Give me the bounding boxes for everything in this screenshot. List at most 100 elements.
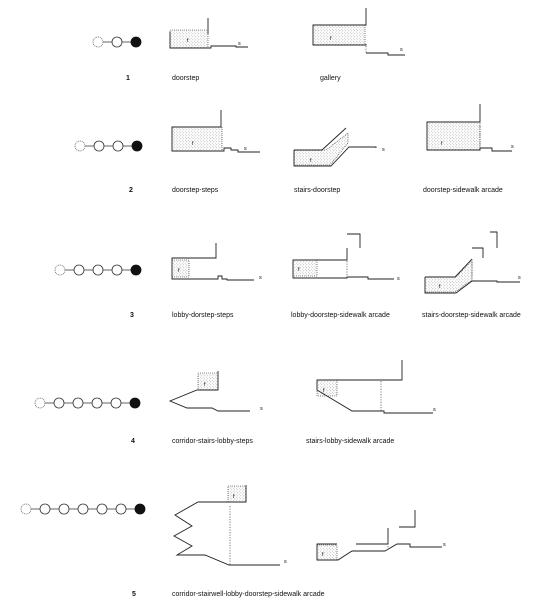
private-zone bbox=[169, 29, 209, 49]
chain-start-node bbox=[74, 140, 86, 152]
chain-node bbox=[115, 503, 127, 515]
section-line bbox=[312, 8, 367, 46]
chain-node bbox=[92, 264, 104, 276]
street-mark: s bbox=[433, 407, 436, 413]
chain-end-node bbox=[129, 397, 141, 409]
diagram-label: stairs-doorstep bbox=[294, 187, 340, 194]
chain-end-node bbox=[130, 36, 142, 48]
node-chain-4 bbox=[34, 397, 141, 409]
diagram-label: lobby-doorstep-sidewalk arcade bbox=[291, 312, 390, 319]
private-mark: f bbox=[298, 267, 300, 273]
lobby-zone bbox=[171, 259, 190, 278]
chain-start-node bbox=[20, 503, 32, 515]
chain-node bbox=[96, 503, 108, 515]
street-mark: s bbox=[244, 146, 247, 152]
private-mark: f bbox=[330, 36, 332, 42]
street-mark: s bbox=[400, 47, 403, 53]
chain-node bbox=[91, 397, 103, 409]
diagram-label: lobby-dorstep-steps bbox=[172, 312, 234, 319]
section-line bbox=[171, 110, 260, 153]
diagram-corridor-stairwell-lobby-doorstep-sidewalk-arcade: f s f s corridor-stairwell-lobby-doorste… bbox=[172, 485, 446, 598]
chain-node bbox=[39, 503, 51, 515]
row-number-4: 4 bbox=[131, 438, 135, 445]
row-number-5: 5 bbox=[132, 591, 136, 598]
node-chain-1 bbox=[92, 36, 142, 48]
chain-node bbox=[72, 397, 84, 409]
diagram-lobby-doorstep-sidewalk-arcade: f s lobby-doorstep-sidewalk arcade bbox=[291, 233, 400, 319]
section-line bbox=[292, 233, 394, 280]
street-mark: s bbox=[238, 41, 241, 47]
diagram-label: stairs-doorstep-sidewalk arcade bbox=[422, 312, 521, 319]
chain-node bbox=[111, 36, 123, 48]
section-line bbox=[171, 243, 254, 281]
row-number-1: 1 bbox=[126, 75, 130, 82]
chain-node bbox=[93, 140, 105, 152]
private-mark: f bbox=[178, 268, 180, 274]
lobby-zone bbox=[316, 544, 338, 561]
diagram-label: doorstep-steps bbox=[172, 187, 219, 194]
diagram-corridor-stairs-lobby-steps: f s corridor-stairs-lobby-steps bbox=[168, 371, 263, 445]
private-zone bbox=[424, 259, 473, 293]
street-mark: s bbox=[518, 275, 521, 281]
section-line bbox=[424, 231, 520, 294]
private-mark: f bbox=[310, 158, 312, 164]
chain-start-node bbox=[34, 397, 46, 409]
diagram-stairs-doorstep: f s stairs-doorstep bbox=[293, 127, 385, 194]
street-line bbox=[366, 52, 405, 56]
diagram-doorstep-steps: f s doorstep-steps bbox=[171, 110, 260, 194]
stairwell-section-line bbox=[173, 485, 280, 566]
lobby-zone bbox=[197, 372, 219, 391]
diagram-label: corridor-stairwell-lobby-doorstep-sidewa… bbox=[172, 591, 325, 598]
private-mark: f bbox=[322, 552, 324, 558]
chain-end-node bbox=[130, 264, 142, 276]
private-mark: f bbox=[192, 141, 194, 147]
row-1: 1 f s doorstep f s gallery bbox=[92, 8, 405, 82]
private-mark: f bbox=[439, 284, 441, 290]
private-mark: f bbox=[204, 382, 206, 388]
private-zone bbox=[312, 24, 366, 46]
row-4: 4 f s corridor-stairs-lobby-steps f s st… bbox=[34, 360, 436, 445]
diagram-doorstep: f s doorstep bbox=[169, 18, 248, 82]
private-zone bbox=[171, 126, 223, 152]
row-3: 3 f s lobby-dorstep-steps f s lobby-door… bbox=[54, 231, 521, 319]
node-chain-2 bbox=[74, 140, 143, 152]
row-number-2: 2 bbox=[129, 187, 133, 194]
private-mark: f bbox=[441, 141, 443, 147]
street-mark: s bbox=[443, 542, 446, 548]
diagram-gallery: f s gallery bbox=[312, 8, 405, 82]
chain-node bbox=[73, 264, 85, 276]
section-line bbox=[169, 18, 248, 49]
section-line bbox=[293, 127, 377, 167]
diagram-stairs-doorstep-sidewalk-arcade: f s stairs-doorstep-sidewalk arcade bbox=[422, 231, 521, 319]
diagram-label: corridor-stairs-lobby-steps bbox=[172, 438, 253, 445]
street-mark: s bbox=[397, 276, 400, 282]
row-2: 2 f s doorstep-steps f s stairs-doorstep… bbox=[74, 104, 514, 194]
diagram-label: stairs-lobby-sidewalk arcade bbox=[306, 438, 394, 445]
diagram-label: gallery bbox=[320, 75, 341, 82]
street-mark: s bbox=[259, 275, 262, 281]
section-line bbox=[316, 510, 442, 561]
private-zone bbox=[293, 132, 349, 166]
chain-node bbox=[111, 264, 123, 276]
section-line bbox=[316, 360, 433, 414]
row-5: 5 f s f s corridor-stairwell-lobby-doors… bbox=[20, 485, 446, 598]
diagram-doorstep-sidewalk-arcade: f s doorstep-sidewalk arcade bbox=[423, 104, 514, 194]
chain-node bbox=[58, 503, 70, 515]
chain-node bbox=[53, 397, 65, 409]
chain-start-node bbox=[92, 36, 104, 48]
lobby-zone bbox=[316, 379, 338, 397]
node-chain-5 bbox=[20, 503, 146, 515]
lobby-zone bbox=[227, 485, 247, 503]
node-chain-3 bbox=[54, 264, 142, 276]
row-number-3: 3 bbox=[130, 312, 134, 319]
private-mark: f bbox=[187, 38, 189, 44]
chain-end-node bbox=[131, 140, 143, 152]
diagram-label: doorstep-sidewalk arcade bbox=[423, 187, 503, 194]
private-mark: f bbox=[323, 388, 325, 394]
chain-node bbox=[112, 140, 124, 152]
street-mark: s bbox=[284, 559, 287, 565]
chain-start-node bbox=[54, 264, 66, 276]
private-mark: f bbox=[233, 494, 235, 500]
street-mark: s bbox=[511, 144, 514, 150]
